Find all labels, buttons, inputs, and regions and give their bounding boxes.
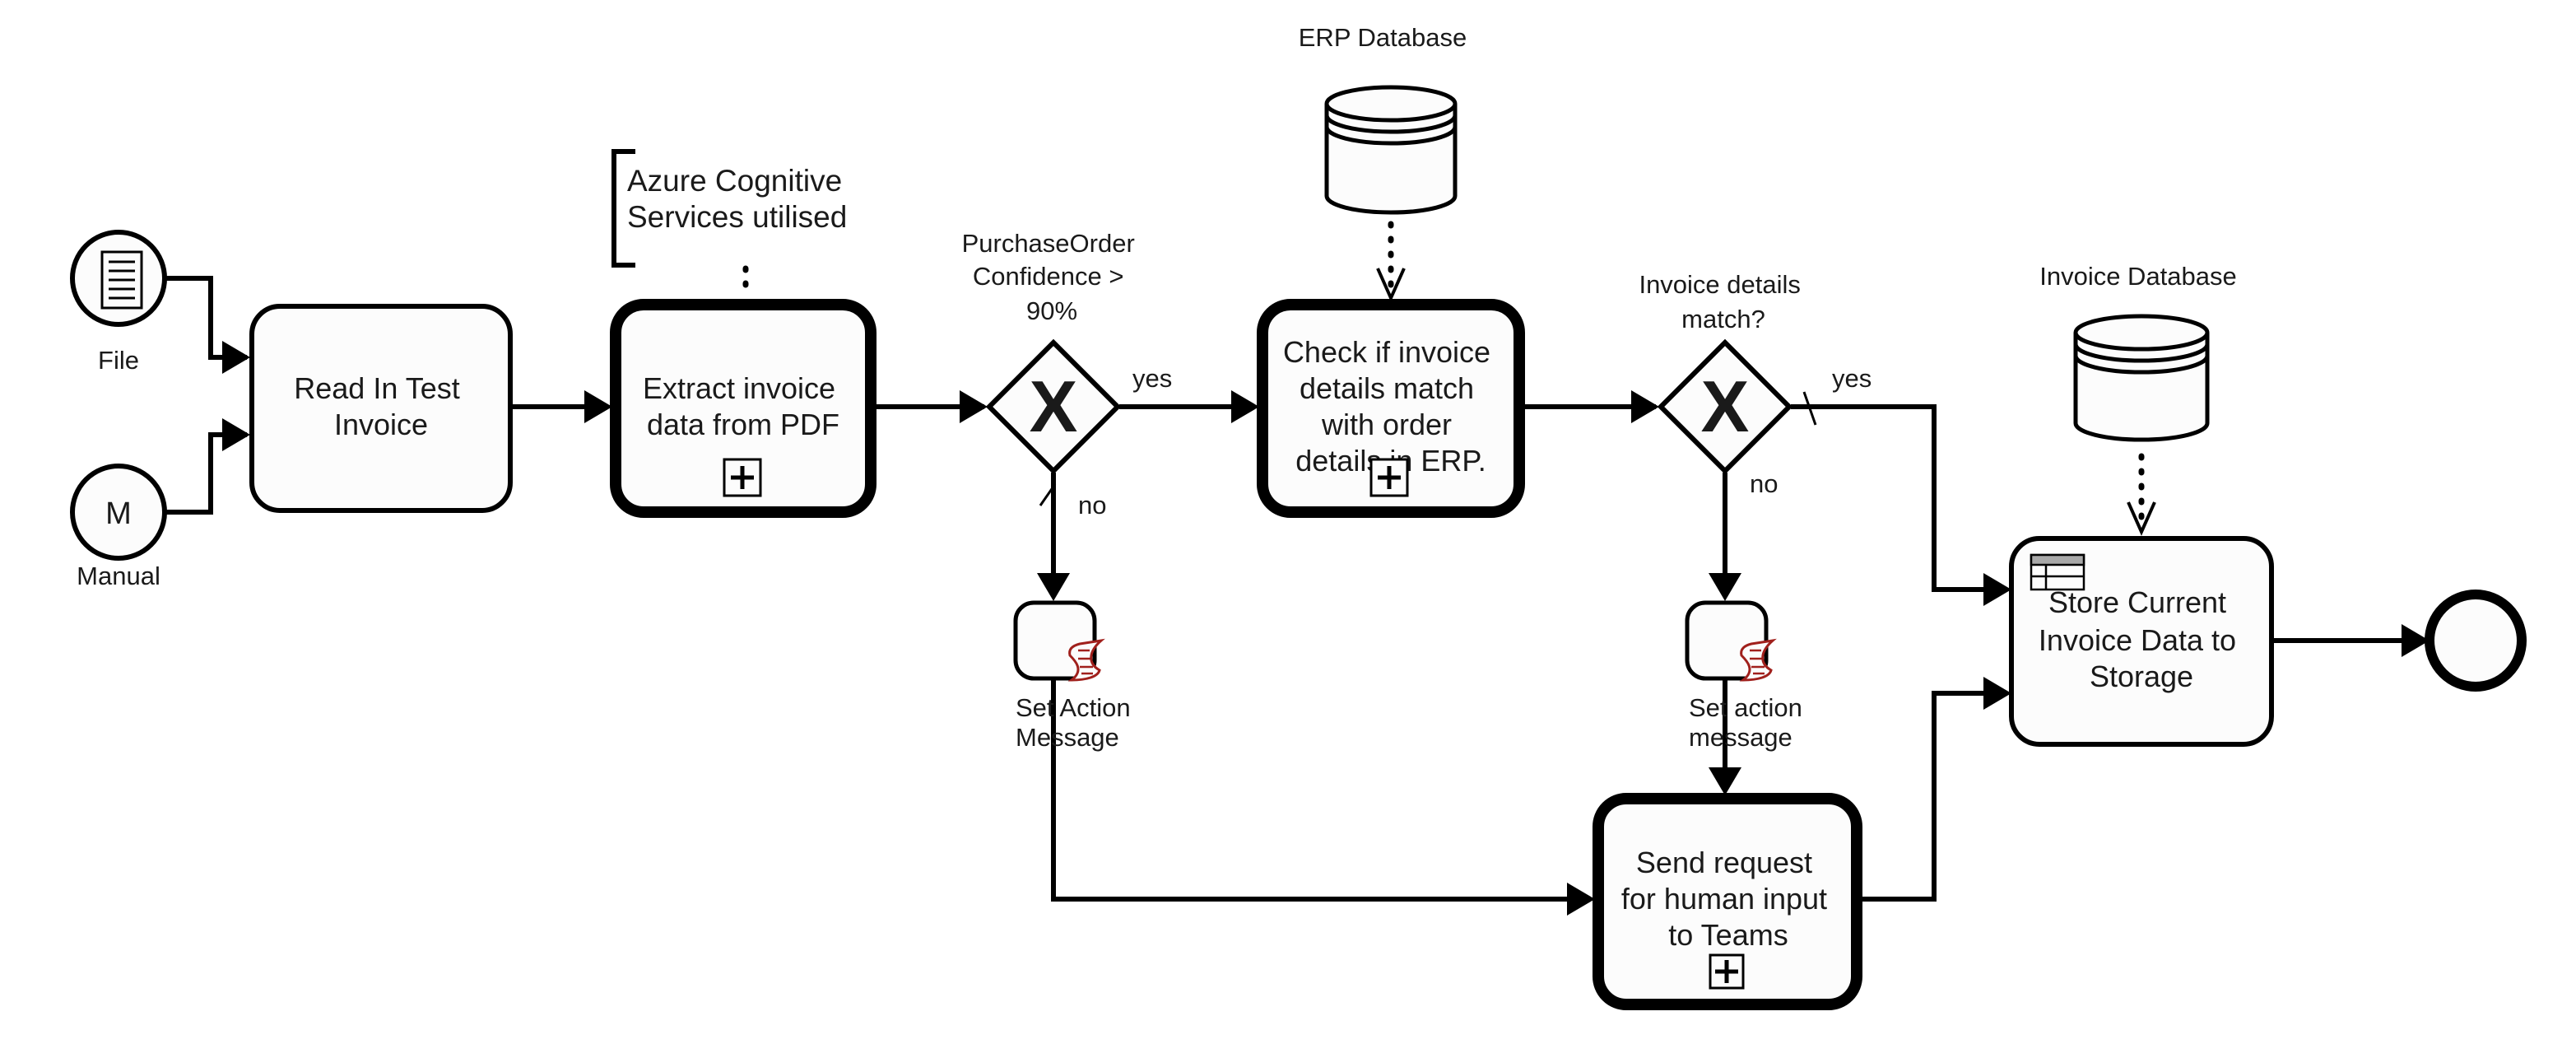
expand-plus-icon[interactable] — [1369, 458, 1409, 497]
flow-gateway2-yes-to-store[interactable] — [1791, 391, 2011, 606]
task-read-label: Read In Test Invoice — [294, 371, 467, 441]
manual-marker: M — [105, 496, 132, 531]
gateway2-yes-label: yes — [1832, 364, 1872, 393]
expand-plus-icon[interactable] — [1709, 953, 1745, 990]
set-action-1-label: Set Action Message — [1016, 693, 1137, 752]
flow-file-to-read[interactable] — [161, 276, 250, 374]
arrowhead — [222, 418, 250, 451]
arrowhead — [584, 390, 612, 423]
associations — [742, 221, 2156, 536]
gateway-invoice-details-match[interactable]: Invoice details match? X yes no — [1639, 270, 1872, 498]
start-event-manual[interactable]: M Manual — [70, 464, 167, 590]
document-icon — [100, 250, 143, 310]
gateway1-label: PurchaseOrder Confidence > 90% — [962, 229, 1142, 325]
default-flow-slash — [1039, 483, 1057, 506]
arrowhead — [1231, 390, 1259, 423]
gateway2-label: Invoice details match? — [1639, 270, 1807, 333]
flow-gateway1-yes-to-check[interactable] — [1119, 390, 1259, 423]
task-read-in-test-invoice[interactable]: Read In Test Invoice — [249, 304, 513, 513]
gateway-po-confidence[interactable]: PurchaseOrder Confidence > 90% X yes no — [962, 229, 1173, 520]
data-store-invoice[interactable]: Invoice Database — [2039, 262, 2237, 442]
arrowhead — [1709, 767, 1741, 795]
task-store-label: Store Current Invoice Data to Storage — [2039, 585, 2244, 693]
flow-store-to-end[interactable] — [2273, 624, 2430, 657]
text-annotation: Azure Cognitive Services utilised — [611, 149, 850, 268]
subprocess-check-invoice-details[interactable]: Check if invoice details match with orde… — [1257, 299, 1525, 518]
subprocess-send-request-teams[interactable]: Send request for human input to Teams — [1593, 793, 1862, 1010]
task-send-request-label: Send request for human input to Teams — [1621, 846, 1835, 952]
sequence-flows — [161, 276, 2430, 916]
arrowhead — [1631, 390, 1659, 423]
arrowhead — [1983, 573, 2011, 606]
task-extract-label: Extract invoice data from PDF — [643, 371, 844, 441]
invoice-database-label: Invoice Database — [2039, 262, 2237, 291]
arrowhead — [222, 341, 250, 374]
erp-data-association — [1376, 221, 1406, 302]
flow-check-to-gateway2[interactable] — [1523, 390, 1659, 423]
flow-set-action-1-to-send-request[interactable] — [1051, 680, 1595, 916]
database-icon — [1324, 85, 1458, 215]
flow-extract-to-gateway1[interactable] — [874, 390, 988, 423]
arrowhead — [2402, 624, 2430, 657]
exclusive-x-icon: X — [1030, 366, 1078, 447]
subprocess-extract-invoice-data[interactable]: Extract invoice data from PDF — [610, 299, 876, 518]
arrowhead — [1709, 573, 1741, 601]
flow-read-to-extract[interactable] — [512, 390, 612, 423]
script-icon — [1067, 638, 1105, 682]
script-task-set-action-message-2[interactable]: Set action message — [1685, 600, 1810, 752]
gateway2-no-label: no — [1750, 469, 1778, 498]
erp-database-label: ERP Database — [1299, 23, 1467, 52]
gateway1-no-label: no — [1078, 491, 1106, 520]
arrowhead — [1983, 677, 2011, 710]
set-action-2-label: Set action message — [1689, 693, 1810, 752]
data-store-erp[interactable]: ERP Database — [1299, 23, 1467, 215]
flow-gateway2-no-to-set-action-2[interactable] — [1709, 473, 1741, 601]
business-rule-table-icon — [2030, 553, 2085, 591]
arrowhead — [1037, 573, 1070, 601]
business-rule-task-store-invoice[interactable]: Store Current Invoice Data to Storage — [2009, 536, 2274, 747]
arrowhead — [960, 390, 988, 423]
flow-send-request-to-store[interactable] — [1860, 677, 2011, 902]
expand-plus-icon[interactable] — [723, 458, 762, 497]
task-check-label: Check if invoice details match with orde… — [1283, 335, 1499, 478]
gateway1-yes-label: yes — [1132, 364, 1172, 393]
invoice-db-data-association — [2127, 453, 2156, 536]
database-icon — [2073, 314, 2210, 442]
arrowhead — [1567, 883, 1595, 916]
start-event-file[interactable]: File — [70, 230, 167, 375]
start-event-manual-label: Manual — [77, 562, 160, 590]
flow-set-action-2-to-send-request[interactable] — [1709, 680, 1741, 795]
exclusive-x-icon: X — [1701, 366, 1750, 447]
default-flow-slash — [1802, 391, 1817, 426]
script-task-set-action-message-1[interactable]: Set Action Message — [1013, 600, 1137, 752]
script-icon — [1739, 638, 1777, 682]
flow-manual-to-read[interactable] — [161, 418, 250, 515]
end-event[interactable] — [2425, 590, 2527, 692]
flow-gateway1-no-to-set-action-1[interactable] — [1037, 473, 1070, 601]
start-event-file-label: File — [98, 346, 139, 375]
annotation-text: Azure Cognitive Services utilised — [627, 164, 850, 234]
